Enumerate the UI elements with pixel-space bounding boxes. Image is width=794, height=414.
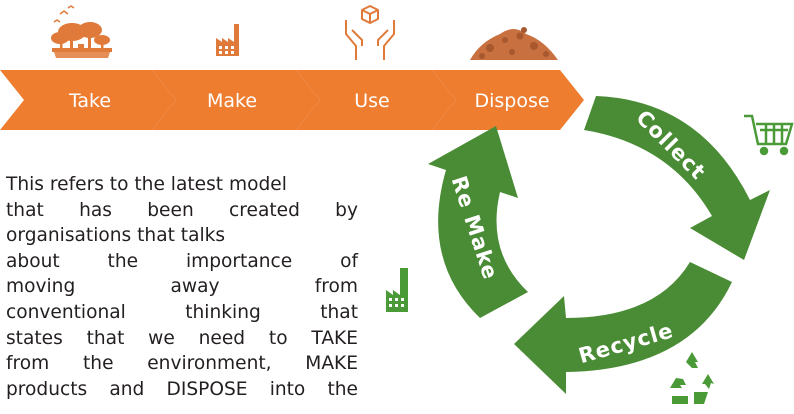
step-label-use: Use xyxy=(354,90,390,112)
step-label-make: Make xyxy=(207,90,257,112)
chevron-step-take: Take xyxy=(0,70,176,130)
description-line: This refers to the latest model xyxy=(6,174,287,195)
collect-arrow xyxy=(584,96,770,260)
chevron-step-use: Use xyxy=(296,70,456,130)
description-paragraph: This refers to the latest model that has… xyxy=(6,172,358,402)
factory-icon-green xyxy=(386,268,408,312)
shopping-cart-icon xyxy=(744,114,794,156)
description-line: products and DISPOSE into the xyxy=(6,378,358,400)
chevron-step-make: Make xyxy=(152,70,320,130)
description-line: moving away from xyxy=(6,276,358,298)
recycle-icon xyxy=(670,352,714,404)
description-line: that has been created by xyxy=(6,199,358,221)
chevron-step-dispose: Dispose xyxy=(432,70,584,130)
description-line: organisations that talks xyxy=(6,225,226,247)
remake-arrow xyxy=(428,126,528,318)
recycle-arrow xyxy=(514,262,732,394)
description-line: from the environment, MAKE xyxy=(6,353,358,375)
deforestation-icon xyxy=(51,5,112,58)
waste-pile-icon xyxy=(470,27,558,60)
step-label-dispose: Dispose xyxy=(474,90,549,112)
factory-icon xyxy=(216,24,239,56)
description-line: conventional thinking that xyxy=(6,301,358,323)
description-line: about the importance of xyxy=(6,250,358,272)
hands-holding-box-icon xyxy=(345,5,395,60)
description-line: states that we need to TAKE xyxy=(6,327,358,349)
step-label-take: Take xyxy=(68,90,111,112)
